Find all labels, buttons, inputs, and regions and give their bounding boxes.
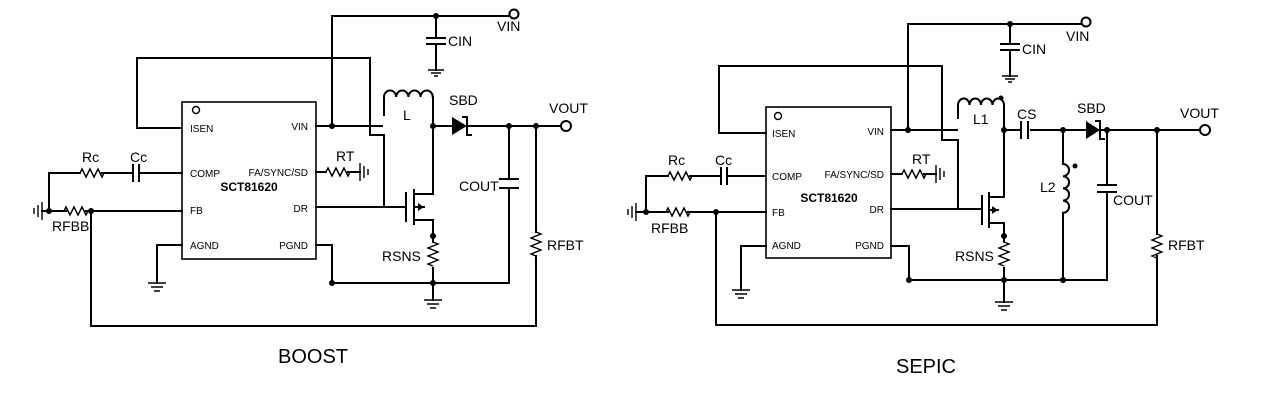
sepic-ground-rsns [995, 301, 1013, 311]
sepic-label-vin: VIN [1066, 28, 1089, 44]
boost-label-cc: Cc [130, 149, 147, 165]
boost-label-rt: RT [336, 148, 355, 164]
boost-chip-name: SCT81620 [220, 180, 278, 194]
sepic-pin-pgnd: PGND [855, 241, 884, 252]
sepic-pin-vin: VIN [867, 127, 884, 138]
sepic-label-l1: L1 [973, 111, 989, 127]
sepic-label-rsns: RSNS [955, 248, 994, 264]
boost-rt-resistor [325, 163, 369, 181]
boost-vin-terminal [508, 8, 520, 20]
boost-label-cout: COUT [459, 178, 499, 194]
sepic-chip-name: SCT81620 [800, 191, 858, 205]
boost-junctions [46, 13, 539, 286]
sepic-diode-sbd [1086, 120, 1105, 140]
sepic-rfbt-resistor [1150, 233, 1164, 259]
sepic-pin-dr: DR [870, 205, 884, 216]
sepic-cc-capacitor [720, 167, 728, 185]
boost-label-rc: Rc [82, 149, 99, 165]
sepic-chip-body [765, 106, 892, 259]
boost-label-vout: VOUT [549, 100, 588, 116]
sepic-circuit: SCT81620 ISEN VIN COMP FA/SYNC/SD FB DR … [627, 16, 1219, 378]
sepic-pin-comp: COMP [772, 172, 802, 183]
boost-pin-fa: FA/SYNC/SD [249, 168, 308, 179]
sepic-pin1-marker [773, 111, 783, 121]
sepic-pin-isen: ISEN [772, 129, 795, 140]
boost-pin-pgnd: PGND [279, 241, 308, 252]
boost-rc-resistor [79, 167, 105, 179]
boost-cout-capacitor [499, 178, 519, 189]
boost-mosfet [405, 189, 425, 225]
sepic-pin-agnd: AGND [772, 241, 801, 252]
boost-caption: BOOST [278, 346, 348, 368]
boost-ground-rfbb [33, 202, 43, 220]
sepic-vin-terminal [1080, 16, 1092, 28]
boost-label-rsns: RSNS [382, 248, 421, 264]
sepic-vout-terminal [1199, 124, 1211, 136]
sepic-junctions [643, 21, 1160, 283]
sepic-label-rc: Rc [668, 152, 685, 168]
boost-pin-dr: DR [294, 204, 308, 215]
boost-diode-sbd [452, 116, 472, 136]
sepic-l1-polarity-dot [998, 95, 1004, 101]
sepic-rc-resistor [667, 170, 693, 182]
sepic-rsns-resistor [997, 241, 1011, 267]
sepic-rfbb-resistor [665, 206, 691, 218]
boost-label-cin: CIN [448, 33, 472, 49]
boost-label-rfbb: RFBB [52, 218, 89, 234]
sepic-l2-polarity-dot [1072, 163, 1078, 169]
sepic-pin-fa: FA/SYNC/SD [825, 170, 884, 181]
sepic-caption: SEPIC [896, 356, 956, 378]
sepic-label-vout: VOUT [1180, 105, 1219, 121]
boost-cin-capacitor [426, 37, 446, 77]
boost-circuit: SCT81620 ISEN VIN COMP FA/SYNC/SD FB DR … [33, 8, 588, 368]
sepic-ground-agnd [732, 289, 750, 299]
sepic-mosfet [981, 192, 999, 228]
boost-inductor-l [382, 89, 434, 99]
boost-rsns-resistor [426, 241, 440, 267]
boost-pin-agnd: AGND [190, 241, 219, 252]
boost-chip-body [181, 101, 317, 260]
sepic-label-rfbb: RFBB [651, 220, 688, 236]
boost-ground-rsns [424, 299, 442, 309]
boost-pin-comp: COMP [190, 169, 220, 180]
boost-pin-fb: FB [190, 206, 203, 217]
boost-label-vin: VIN [497, 18, 520, 34]
boost-rfbt-resistor [529, 231, 543, 257]
sepic-label-cc: Cc [715, 152, 732, 168]
sepic-label-l2: L2 [1040, 179, 1056, 195]
sepic-pin-fb: FB [772, 208, 785, 219]
sepic-inductor-l1 [956, 97, 1006, 107]
sepic-ground-rfbb [627, 203, 637, 221]
sepic-label-rfbt: RFBT [1168, 237, 1205, 253]
boost-label-sbd: SBD [449, 92, 478, 108]
sepic-inductor-l2 [1061, 162, 1071, 214]
boost-pin-isen: ISEN [190, 124, 213, 135]
sepic-label-cout: COUT [1113, 192, 1153, 208]
boost-label-rfbt: RFBT [547, 237, 584, 253]
sepic-label-rt: RT [912, 151, 931, 167]
sepic-label-sbd: SBD [1077, 100, 1106, 116]
boost-pin1-marker [191, 105, 201, 115]
sepic-cin-capacitor [1000, 43, 1020, 83]
sepic-label-cin: CIN [1022, 41, 1046, 57]
boost-ground-agnd [148, 282, 166, 292]
boost-rfbb-resistor [63, 205, 89, 217]
boost-label-l: L [403, 107, 411, 123]
sepic-cs-capacitor [1020, 121, 1029, 139]
boost-pin-vin: VIN [291, 122, 308, 133]
sepic-rt-resistor [901, 165, 945, 183]
boost-cc-capacitor [132, 164, 140, 182]
sepic-label-cs: CS [1017, 106, 1036, 122]
boost-vout-terminal [560, 120, 572, 132]
sepic-wires [635, 23, 1201, 326]
sepic-cout-capacitor [1097, 184, 1117, 193]
